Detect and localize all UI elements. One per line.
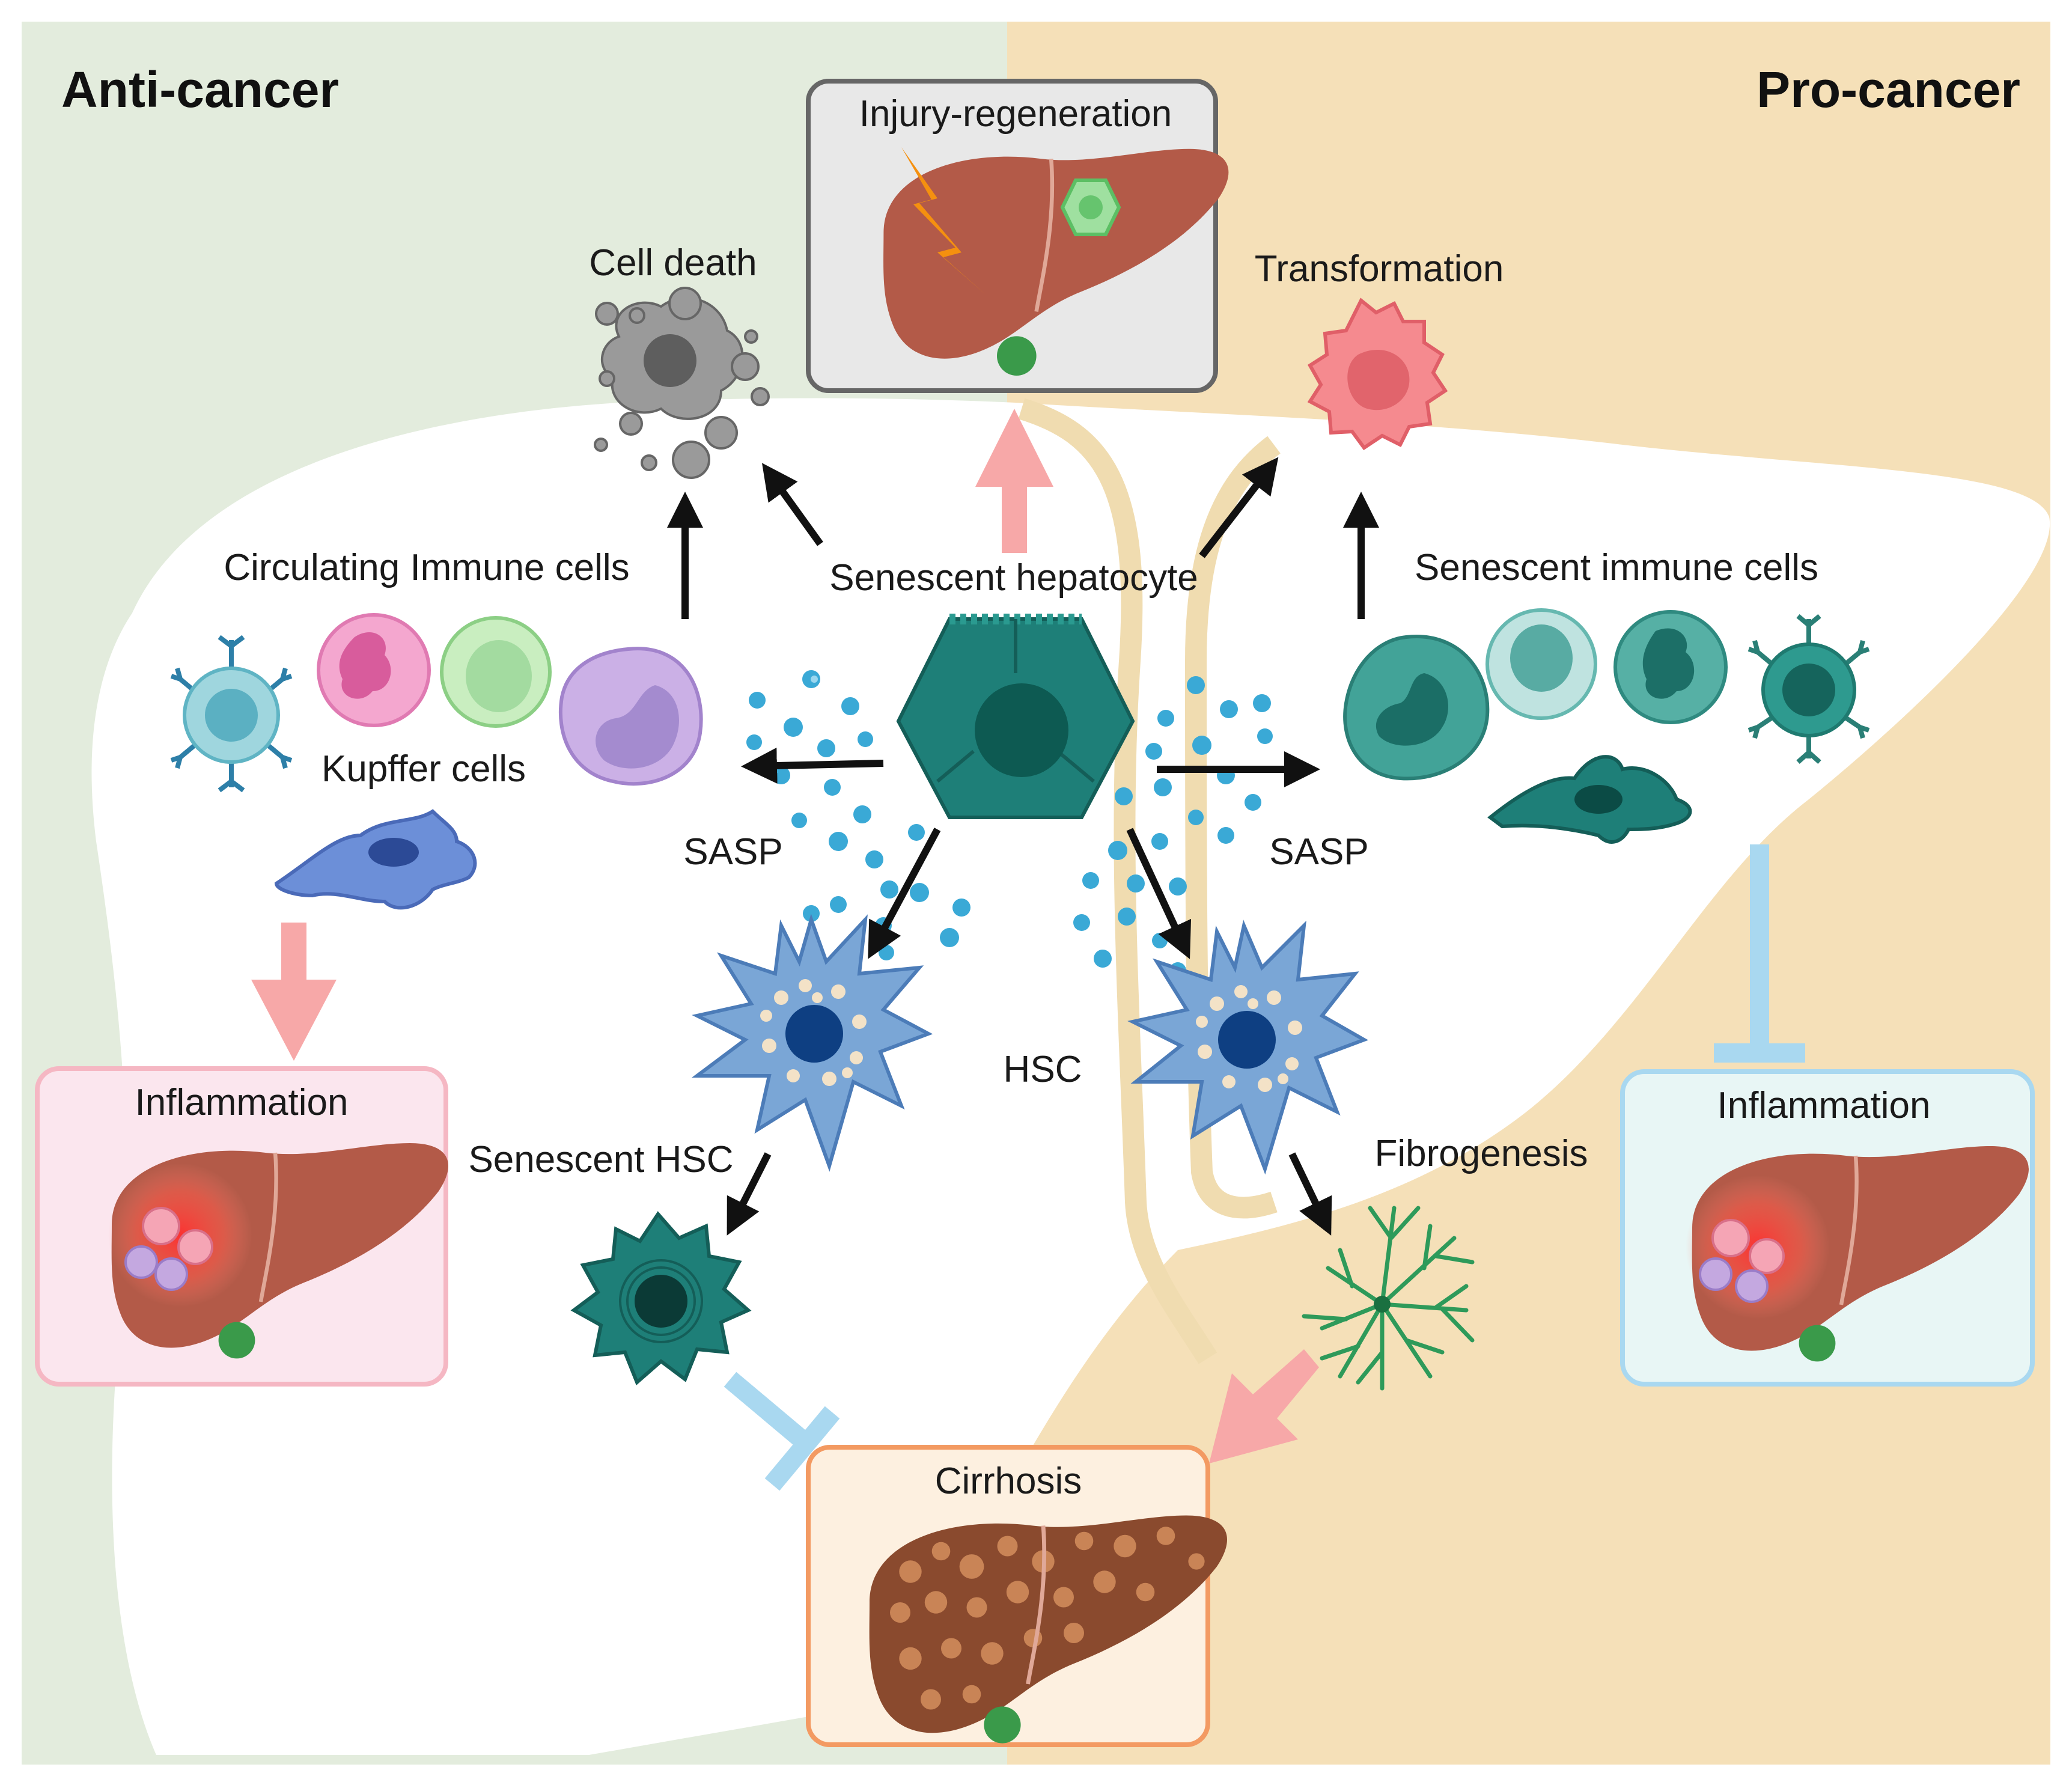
black-arrows <box>667 457 1379 1236</box>
arrow-to-hsc-left <box>868 828 941 959</box>
anti-cancer-title: Anti-cancer <box>61 61 339 118</box>
senescent-hsc-label: Senescent HSC <box>468 1139 733 1180</box>
inhibitory-to-cirrhosis <box>724 1372 840 1491</box>
senescent-b-cell-icon <box>1747 614 1870 764</box>
immune-infiltrate-left-icon <box>124 1207 213 1291</box>
inflamed-liver-right-icon <box>1692 1146 2029 1362</box>
pink-arrow-to-cirrhosis <box>1209 1349 1319 1463</box>
kupffer-cells-label: Kupffer cells <box>321 748 526 790</box>
senescent-hepatocyte-icon <box>896 614 1135 819</box>
healthy-liver-icon <box>883 148 1229 376</box>
inflamed-liver-left-icon <box>111 1143 449 1359</box>
inflammation-left-label: Inflammation <box>135 1082 349 1123</box>
cirrhosis-label: Cirrhosis <box>935 1460 1082 1502</box>
senescent-hepatocyte-label: Senescent hepatocyte <box>829 557 1198 599</box>
lymphocyte-icon <box>440 616 552 728</box>
monocyte-icon <box>558 647 703 786</box>
sasp-right-label: SASP <box>1269 831 1368 873</box>
senescent-kupffer-cell-icon <box>1487 755 1692 844</box>
transformed-cell-icon <box>1307 298 1448 451</box>
arrow-to-senescent-hsc <box>727 1152 772 1236</box>
senescent-monocyte-icon <box>1343 635 1490 781</box>
myofibroblast-icon <box>1302 1206 1475 1391</box>
cirrhosis-box: Cirrhosis <box>806 1445 1228 1747</box>
hsc-label: HSC <box>1004 1049 1082 1090</box>
inflammation-left-box: Inflammation <box>35 1066 449 1387</box>
neutrophil-icon <box>317 613 431 727</box>
arrow-hepatocyte-to-cell-death <box>761 463 823 546</box>
kupffer-cell-icon <box>274 809 477 910</box>
senescent-immune-cells-label: Senescent immune cells <box>1415 547 1818 588</box>
hsc-cell-right-icon <box>1127 920 1369 1175</box>
pink-arrow-to-injury-regeneration <box>975 409 1053 553</box>
senescent-hsc-icon <box>570 1211 752 1386</box>
fibrogenesis-label: Fibrogenesis <box>1375 1133 1588 1174</box>
cell-death-label: Cell death <box>589 242 757 284</box>
ligament-band-left <box>1018 398 1217 1364</box>
sasp-particles-left <box>746 670 970 960</box>
regenerating-cell-icon <box>1060 178 1121 236</box>
arrow-to-hsc-right <box>1126 828 1192 959</box>
circulating-immune-cells-label: Circulating Immune cells <box>224 547 629 588</box>
sasp-left-label: SASP <box>683 831 782 873</box>
inflammation-right-label: Inflammation <box>1717 1085 1931 1126</box>
hsc-cell-left-icon <box>692 914 933 1172</box>
senescent-neutrophil-icon <box>1613 610 1728 724</box>
senescent-lymphocyte-icon <box>1485 608 1597 720</box>
cirrhotic-liver-icon <box>869 1515 1228 1744</box>
pink-arrow-to-inflammation-left <box>251 923 337 1061</box>
inhibitory-to-inflammation-right <box>1714 844 1805 1063</box>
injury-regeneration-label: Injury-regeneration <box>859 93 1172 135</box>
arrow-to-fibrogenesis <box>1288 1152 1332 1236</box>
arrow-sasp-left <box>741 747 884 784</box>
immune-infiltrate-right-icon <box>1699 1219 1785 1303</box>
pro-cancer-title: Pro-cancer <box>1757 61 2020 118</box>
injury-regeneration-box: Injury-regeneration <box>806 79 1229 393</box>
transformation-label: Transformation <box>1255 248 1504 290</box>
b-cell-icon <box>170 635 293 793</box>
arrow-hepatocyte-to-transformation <box>1199 457 1279 558</box>
inflammation-right-box: Inflammation <box>1620 1069 2035 1387</box>
dying-cell-icon <box>594 287 770 479</box>
ligament-band-right <box>1184 436 1281 1219</box>
